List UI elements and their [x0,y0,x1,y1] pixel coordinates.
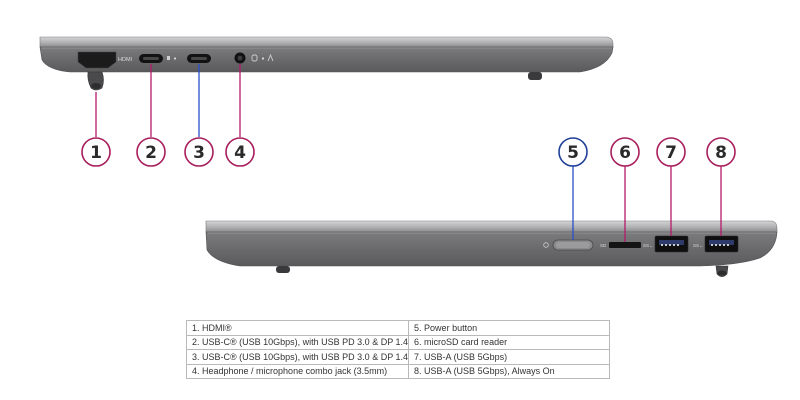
usb-a-port-2: SS← [693,235,739,277]
callout-3: 3 [184,137,214,167]
port-legend-table: 1. HDMI® 5. Power button 2. USB-C® (USB … [185,320,610,379]
audio-jack [234,52,274,64]
callout-4-number: 4 [234,143,246,163]
legend-item-6: 6. microSD card reader [408,334,610,350]
charging-icon-port-2 [167,56,170,60]
rubber-foot-left [528,72,542,80]
callout-5-number: 5 [567,143,579,163]
legend-item-5: 5. Power button [408,320,610,336]
callout-1: 1 [81,137,111,167]
callout-6-number: 6 [619,143,631,163]
laptop-right-side [205,220,778,273]
legend-item-7: 7. USB-A (USB 5Gbps) [408,349,610,365]
callout-5: 5 [558,137,588,167]
sd-label: SD [600,243,607,248]
chassis-right [205,231,778,267]
legend-item-4: 4. Headphone / microphone combo jack (3.… [185,363,410,379]
headset-icon [251,54,258,62]
legend-item-8: 8. USB-A (USB 5Gbps), Always On [408,363,610,379]
legend-item-3: 3. USB-C® (USB 10Gbps), with USB PD 3.0 … [185,349,410,365]
callout-7-number: 7 [665,143,677,163]
ss-label-port-7: SS← [643,243,654,248]
callout-3-number: 3 [193,143,205,163]
microsd-slot: SD [600,242,641,248]
callout-2: 2 [136,137,166,167]
usb-c-port-1 [139,54,177,63]
callout-1-number: 1 [90,143,102,163]
legend-row: 3. USB-C® (USB 10Gbps), with USB PD 3.0 … [185,349,610,365]
lid-left [39,36,614,48]
rubber-foot-right [276,266,290,273]
callout-4: 4 [225,137,255,167]
laptop-left-side [39,36,614,80]
callout-7: 7 [656,137,686,167]
legend-item-2: 2. USB-C® (USB 10Gbps), with USB PD 3.0 … [185,334,410,350]
lid-right [205,220,778,233]
legend-row: 4. Headphone / microphone combo jack (3.… [185,363,610,379]
legend-row: 1. HDMI® 5. Power button [185,320,610,336]
callout-8: 8 [706,137,736,167]
leader-lines-right [572,166,722,242]
ss-label-port-8: SS← [693,243,704,248]
airplane-icon [267,53,274,62]
legend-row: 2. USB-C® (USB 10Gbps), with USB PD 3.0 … [185,334,610,350]
chassis-left [39,46,614,73]
status-led-port-4 [261,57,265,60]
hdmi-port: HDMI [77,51,133,91]
status-led-port-2 [173,57,177,60]
legend-item-1: 1. HDMI® [185,320,410,336]
usb-c-port-2 [187,54,211,63]
callout-8-number: 8 [715,143,727,163]
hdmi-port-label: HDMI [118,57,133,63]
callout-2-number: 2 [145,143,157,163]
callout-6: 6 [610,137,640,167]
laptop-port-diagram: HDMI 1 2 3 4 [39,36,778,277]
power-icon [543,242,549,248]
leader-lines-left [95,64,241,137]
